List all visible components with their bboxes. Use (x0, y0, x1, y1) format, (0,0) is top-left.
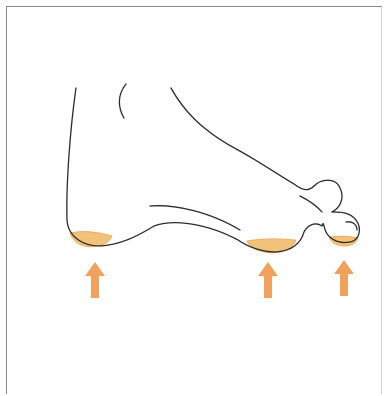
arch-line (150, 206, 240, 230)
toe-knuckle (300, 196, 322, 212)
leg-crease (119, 84, 126, 118)
toe-arrow-icon (334, 260, 354, 296)
ball-arrow-icon (258, 262, 278, 298)
instep-line (171, 88, 314, 190)
heel-arrow-icon (85, 262, 105, 298)
ball-pressure-pad (247, 239, 296, 253)
toenail (346, 222, 357, 230)
foot-outline (67, 88, 322, 252)
